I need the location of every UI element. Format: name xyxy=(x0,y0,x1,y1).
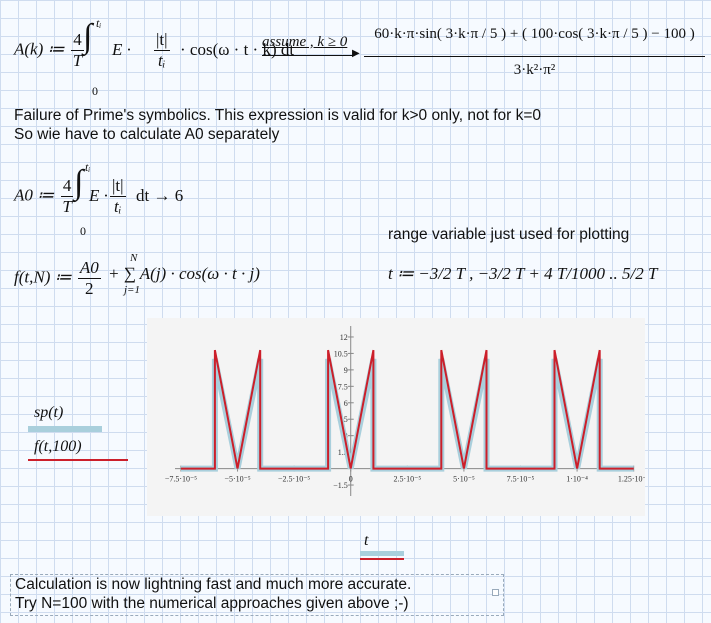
x-tick-label: −7.5·10⁻⁵ xyxy=(165,475,197,484)
legend-label-sp[interactable]: sp(t) xyxy=(34,404,64,421)
y-tick-label: −1.5 xyxy=(333,481,348,490)
bottom-text-line2: Try N=100 with the numerical approaches … xyxy=(15,595,409,612)
y-tick-label: 1.5 xyxy=(338,448,348,457)
x-axis-label[interactable]: t xyxy=(364,532,369,549)
series-line-f100 xyxy=(181,349,634,470)
x-tick-label: 2.5·10⁻⁵ xyxy=(393,475,421,484)
a0-integrand-pre: E · xyxy=(89,186,108,205)
range-variable-note[interactable]: range variable just used for plotting xyxy=(388,226,630,243)
a-integrand-post: · cos(ω · t · k) dt xyxy=(180,40,295,59)
a0-definition[interactable]: A0 ≔ 4 T xyxy=(14,176,76,217)
a0-factor-fraction: 4 T xyxy=(60,176,74,216)
f-lhs: f(t,N) ≔ xyxy=(14,267,72,287)
legend-label-f[interactable]: f(t,100) xyxy=(34,438,82,455)
f-sum-upper: N xyxy=(130,252,138,264)
x-axis-swatch-sp xyxy=(360,551,404,556)
y-tick-label: 7.5 xyxy=(338,382,348,391)
y-tick-label: 9 xyxy=(344,366,348,375)
a-int-lower: 0 xyxy=(92,84,98,98)
a-result-denominator: 3·k²·π² xyxy=(513,62,556,78)
assume-keyword: assume , k ≥ 0 xyxy=(262,34,348,50)
x-tick-label: 5·10⁻⁵ xyxy=(453,475,475,484)
a-lhs: A(k) ≔ xyxy=(14,39,65,59)
a-result-fraction-bar xyxy=(364,56,705,57)
f-half-fraction: A0 2 xyxy=(77,258,101,298)
f-function-definition[interactable]: f(t,N) ≔ A0 2 xyxy=(14,258,103,299)
a-result-numerator: 60·k·π·sin( 3·k·π / 5 ) + ( 100·cos( 3·k… xyxy=(374,26,695,42)
x-tick-label: −5·10⁻⁵ xyxy=(224,475,250,484)
f-sum-lower: j=1 xyxy=(124,284,140,296)
a0-int-lower: 0 xyxy=(80,224,86,238)
a-int-upper: tᵢ xyxy=(96,16,102,30)
x-axis-swatch-f xyxy=(360,558,404,560)
y-tick-label: 12 xyxy=(340,333,348,342)
t-range-definition[interactable]: t ≔ −3/2 T , −3/2 T + 4 T/1000 .. 5/2 T xyxy=(388,264,658,283)
bottom-text-region[interactable]: Calculation is now lightning fast and mu… xyxy=(10,574,504,616)
x-tick-label: 1·10⁻⁴ xyxy=(566,475,588,484)
a-function-definition[interactable]: A(k) ≔ 4 T xyxy=(14,30,86,71)
integral-sign: ∫ xyxy=(83,18,93,55)
integral-sign-a0: ∫ xyxy=(74,164,84,201)
xy-plot[interactable]: −7.5·10⁻⁵ −5·10⁻⁵ −2.5·10⁻⁵ 0 2.5·10⁻⁵ 5·10⁻⁵… xyxy=(147,318,650,516)
a-factor-fraction: 4 T xyxy=(71,30,84,70)
x-tick-label: 7.5·10⁻⁵ xyxy=(507,475,535,484)
failure-note[interactable]: Failure of Prime's symbolics. This expre… xyxy=(14,106,541,144)
legend-swatch-sp xyxy=(28,426,102,432)
x-tick-label: 0 xyxy=(349,475,353,484)
symbolic-arrow xyxy=(262,55,354,56)
f-rhs: + ∑ A(j) · cos(ω · t · j) xyxy=(108,264,260,283)
a0-lhs: A0 ≔ xyxy=(14,185,55,205)
y-tick-label: 6 xyxy=(344,399,348,408)
a0-int-upper: tᵢ xyxy=(85,160,91,174)
a-abs-fraction: |t| tᵢ xyxy=(154,30,170,70)
failure-note-line2: So wie have to calculate A0 separately xyxy=(14,126,280,143)
bottom-text-line1: Calculation is now lightning fast and mu… xyxy=(15,576,412,593)
a-integrand-pre: E · xyxy=(112,40,131,59)
x-tick-label: 1.25·10⁻⁴ xyxy=(618,475,645,484)
legend-swatch-f xyxy=(28,459,128,461)
plot-region[interactable]: −7.5·10⁻⁵ −5·10⁻⁵ −2.5·10⁻⁵ 0 2.5·10⁻⁵ 5·10⁻⁵… xyxy=(147,318,650,516)
failure-note-line1: Failure of Prime's symbolics. This expre… xyxy=(14,107,542,124)
x-tick-label: −2.5·10⁻⁵ xyxy=(278,475,310,484)
a0-integrand-post: dt → 6 xyxy=(136,186,184,205)
y-tick-label: 10.5 xyxy=(334,349,348,358)
resize-handle[interactable] xyxy=(492,589,499,596)
a0-abs-fraction: |t| tᵢ xyxy=(110,176,126,216)
